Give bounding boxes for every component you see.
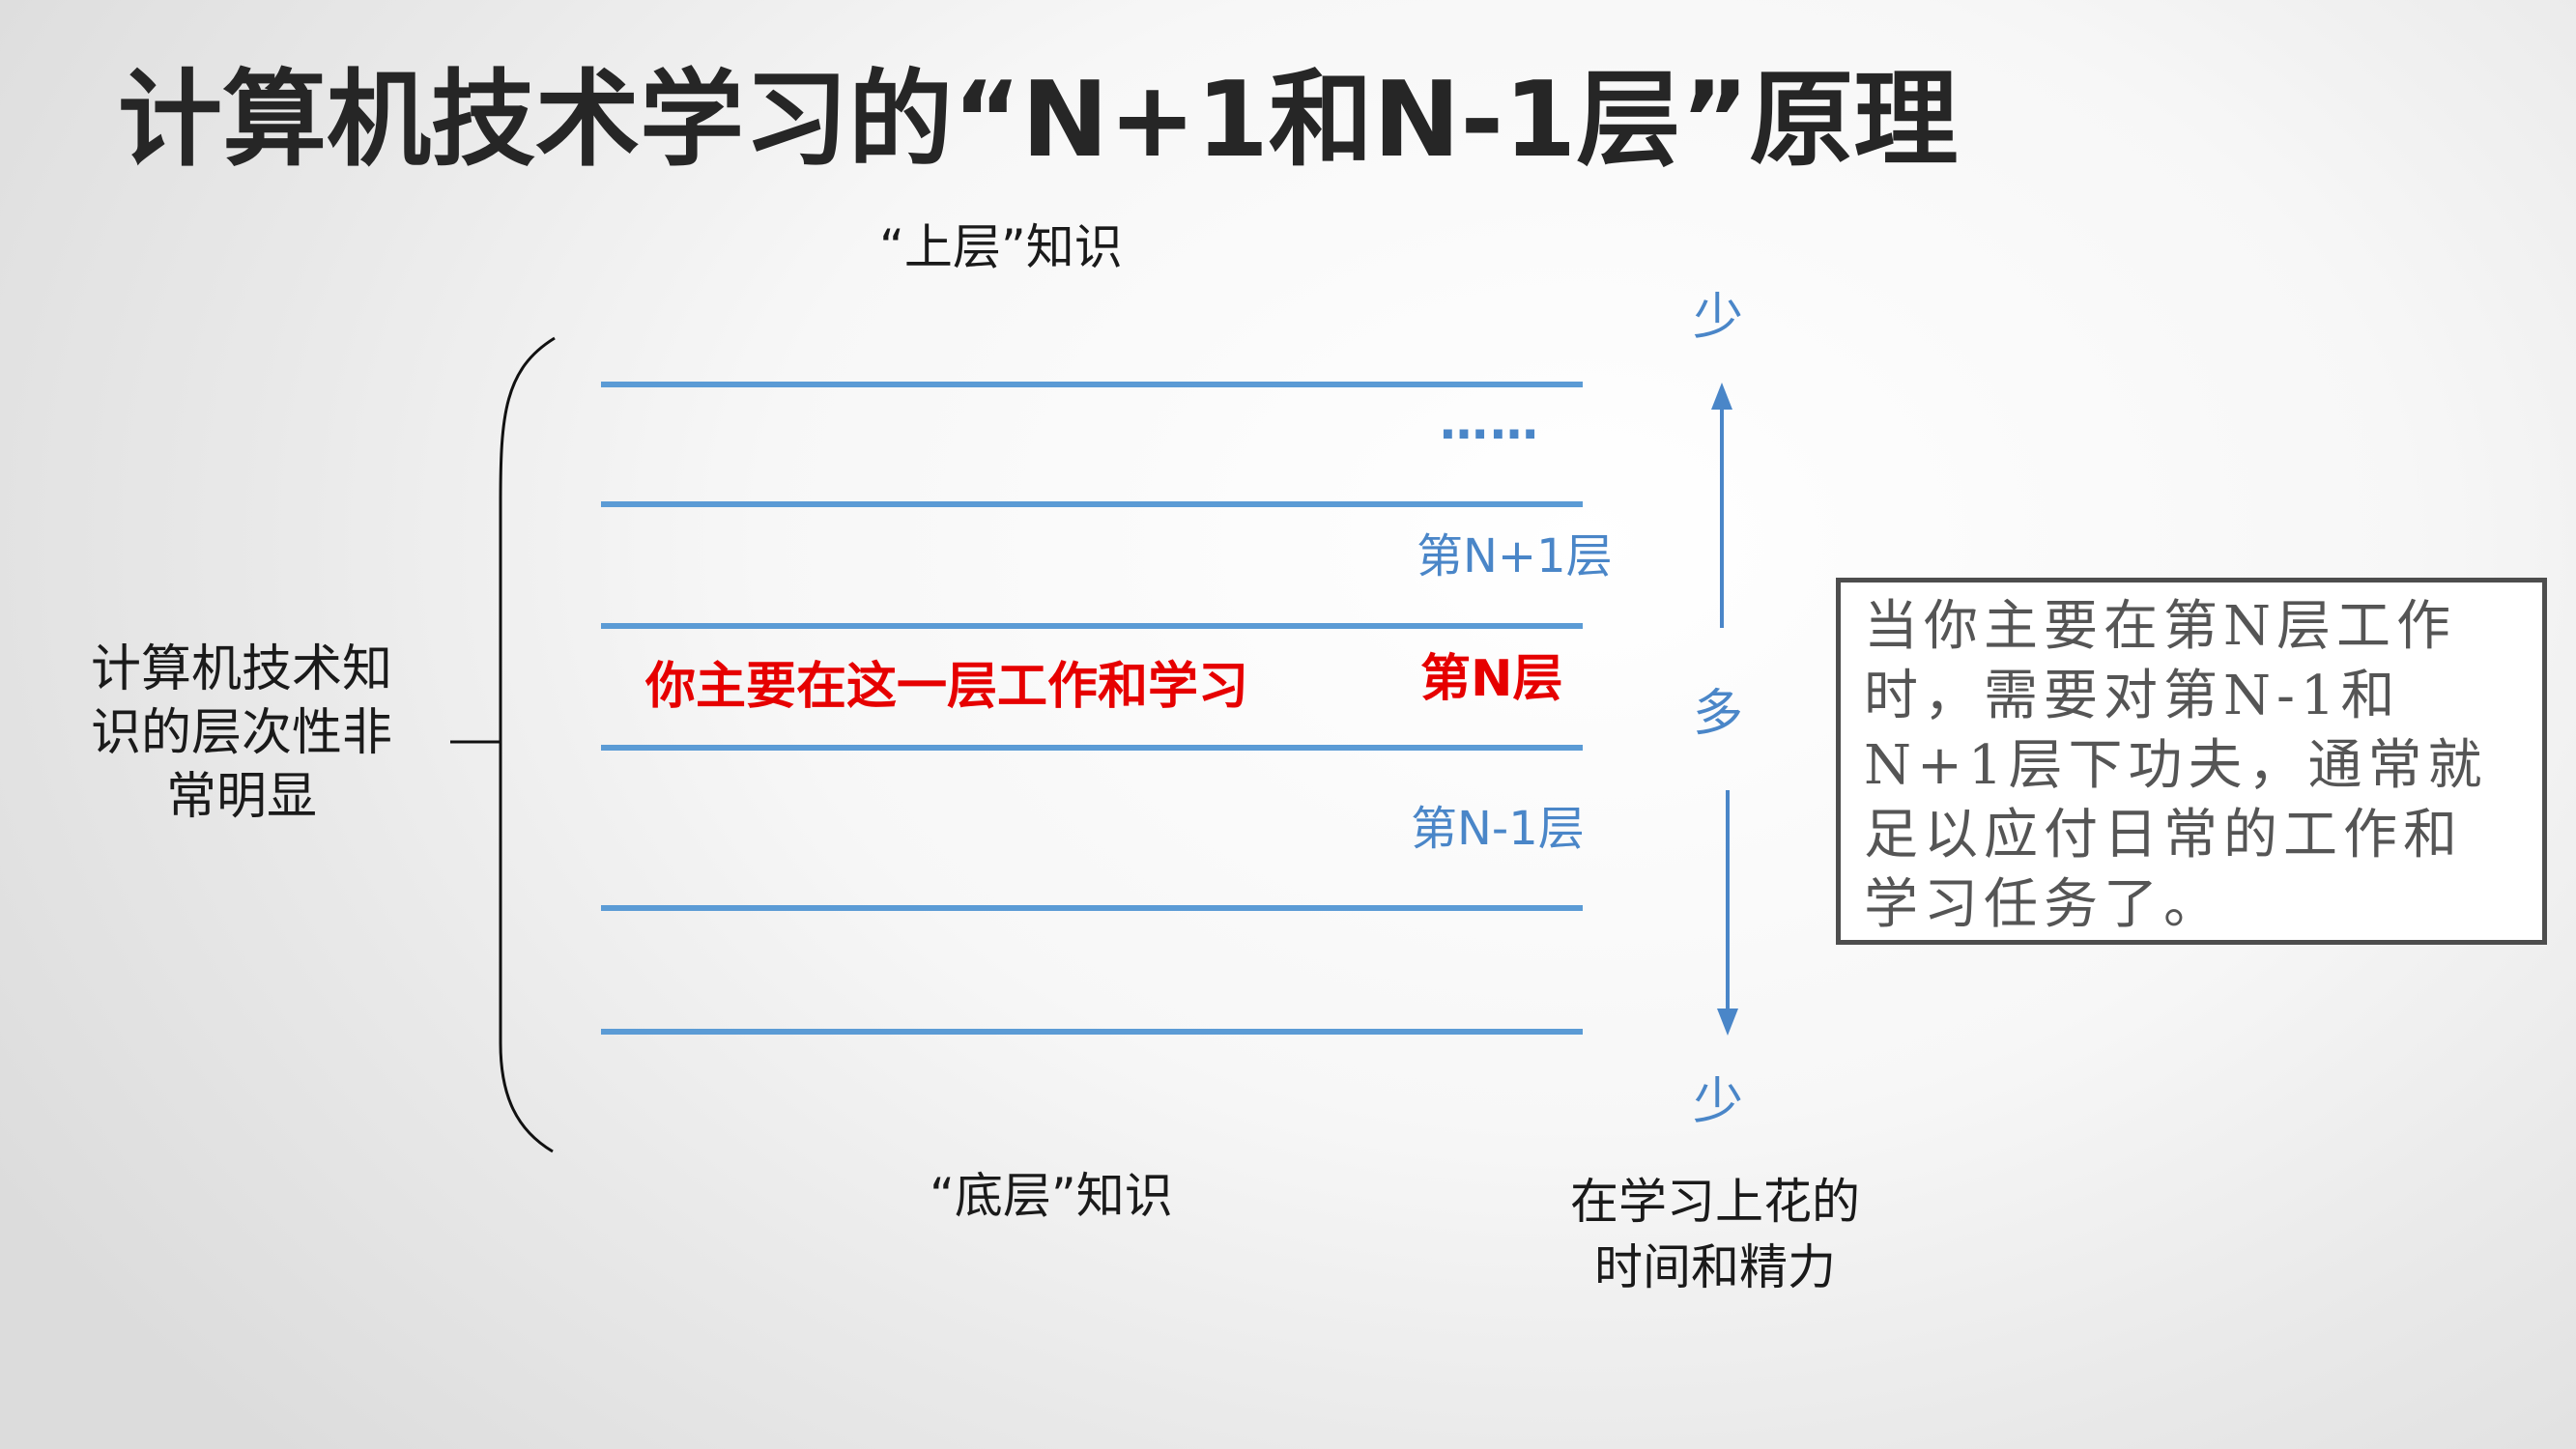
- top-knowledge-caption: “上层”知识: [879, 219, 1123, 275]
- work-layer-text: 你主要在这一层工作和学习: [645, 658, 1249, 716]
- page-title: 计算机技术学习的“N+1和N-1层”原理: [118, 60, 1959, 181]
- more-layers-ellipsis: ……: [1440, 394, 1540, 450]
- down-arrow-head: [1717, 1009, 1738, 1036]
- note-text: 当你主要在第N层工作时，需要对第N-1和N+1层下功夫，通常就足以应付日常的工作…: [1864, 595, 2488, 936]
- note-box: 当你主要在第N层工作时，需要对第N-1和N+1层下功夫，通常就足以应付日常的工作…: [1836, 578, 2547, 945]
- layer-n-minus-1-label: 第N-1层: [1411, 802, 1585, 856]
- layer-n-plus-1-label: 第N+1层: [1417, 529, 1613, 583]
- knowledge-hierarchy-label: 计算机技术知识的层次性非常明显: [90, 640, 392, 826]
- up-arrow-head: [1711, 383, 1732, 410]
- axis-many: 多: [1693, 685, 1744, 743]
- axis-few-top: 少: [1693, 289, 1744, 347]
- axis-few-bottom: 少: [1693, 1073, 1744, 1131]
- effort-axis-caption: 在学习上花的时间和精力: [1570, 1174, 1860, 1295]
- layer-n-label: 第N层: [1420, 650, 1563, 708]
- bottom-knowledge-caption: “底层”知识: [930, 1168, 1173, 1224]
- brace-curve: [499, 336, 556, 1153]
